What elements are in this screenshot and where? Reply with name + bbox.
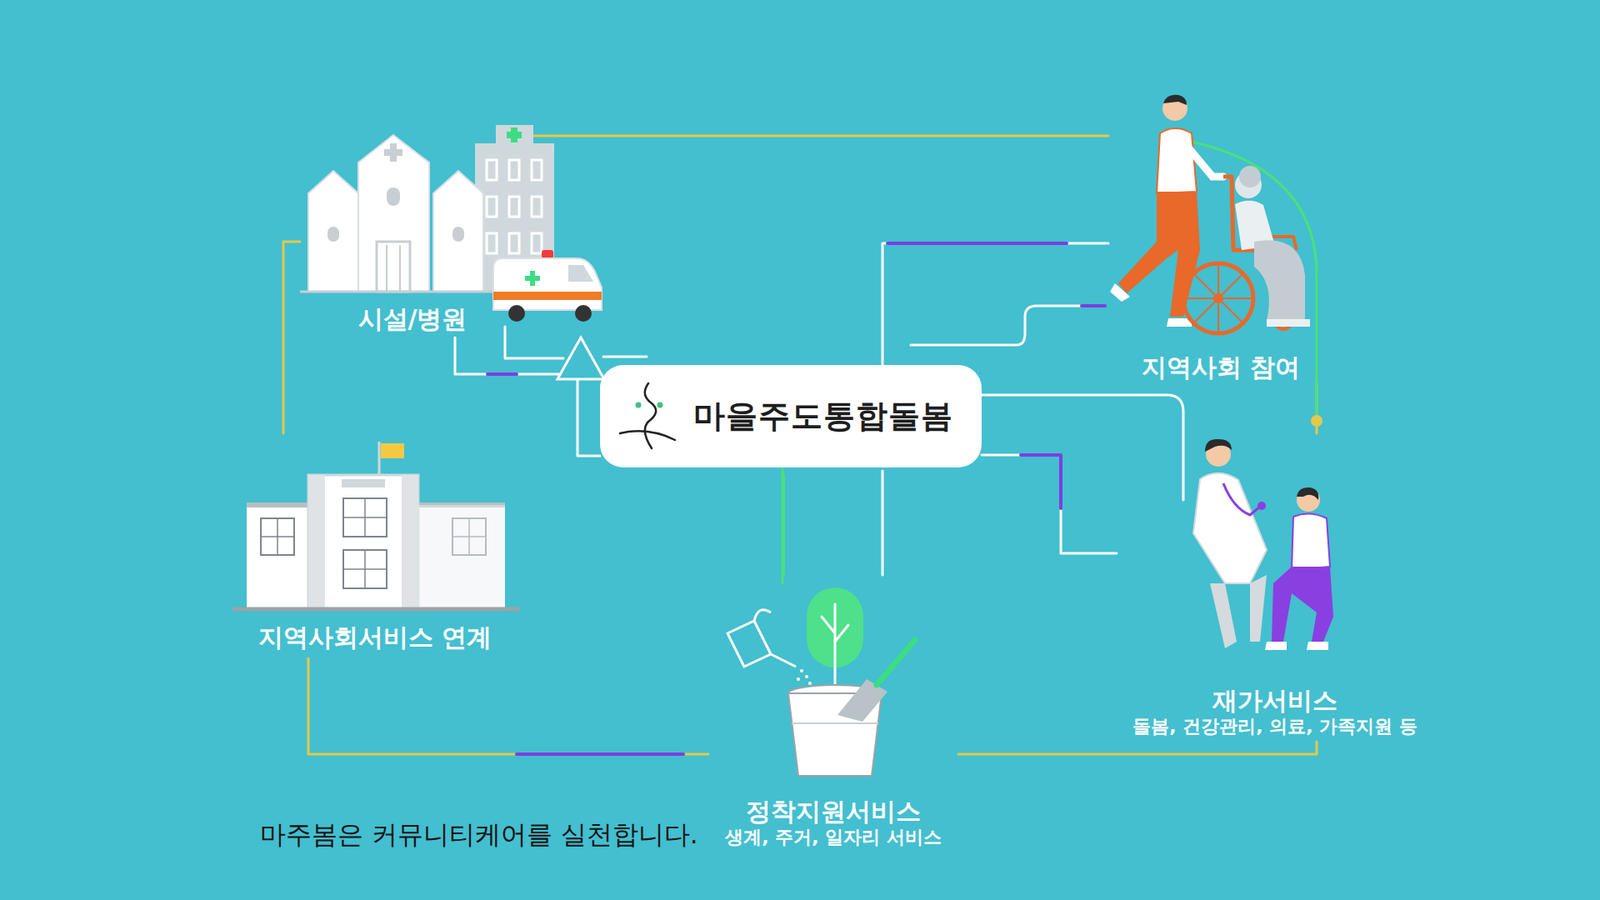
- connector-line: [981, 455, 1117, 554]
- node-sublabel: 돌봄, 건강관리, 의료, 가족지원 등: [1132, 715, 1418, 737]
- ambulance-illustration: [493, 250, 602, 322]
- connector-line: [882, 243, 1109, 365]
- hospital-node: 시설/병원: [300, 116, 525, 338]
- node-label: 마을주도통합돌봄: [693, 398, 954, 435]
- connector-line: [781, 467, 785, 584]
- node-label: 정착지원서비스: [745, 797, 921, 827]
- center-logo-box: 마을주도통합돌봄: [600, 365, 982, 468]
- home-service-node: 재가서비스돌봄, 건강관리, 의료, 가족지원 등: [1116, 433, 1434, 742]
- connector-line: [283, 241, 300, 434]
- connector-line: [958, 741, 1317, 755]
- caption: 마주봄은 커뮤니티케어를 실천합니다.: [260, 820, 699, 850]
- connector-line: [525, 135, 1109, 138]
- connector-line: [308, 658, 709, 755]
- doctor-illustration: [1193, 439, 1334, 650]
- node-label: 시설/병원: [358, 305, 468, 335]
- participation-node: 지역사회 참여: [1108, 91, 1334, 384]
- node-label: 재가서비스: [1212, 686, 1338, 716]
- plant-illustration: [727, 587, 915, 776]
- junction-triangle: [557, 337, 605, 380]
- logo-icon: [615, 378, 682, 454]
- node-label: 지역사회서비스 연계: [258, 623, 492, 653]
- node-label: 지역사회 참여: [1141, 353, 1300, 383]
- community-link-node: 지역사회서비스 연계: [225, 433, 525, 659]
- wheelchair-illustration: [1110, 95, 1310, 334]
- wires: [487, 140, 1323, 755]
- node-sublabel: 생계, 주거, 일자리 서비스: [725, 826, 942, 848]
- school-illustration: [232, 441, 520, 610]
- settlement-node: 정착지원서비스생계, 주거, 일자리 서비스: [708, 583, 959, 855]
